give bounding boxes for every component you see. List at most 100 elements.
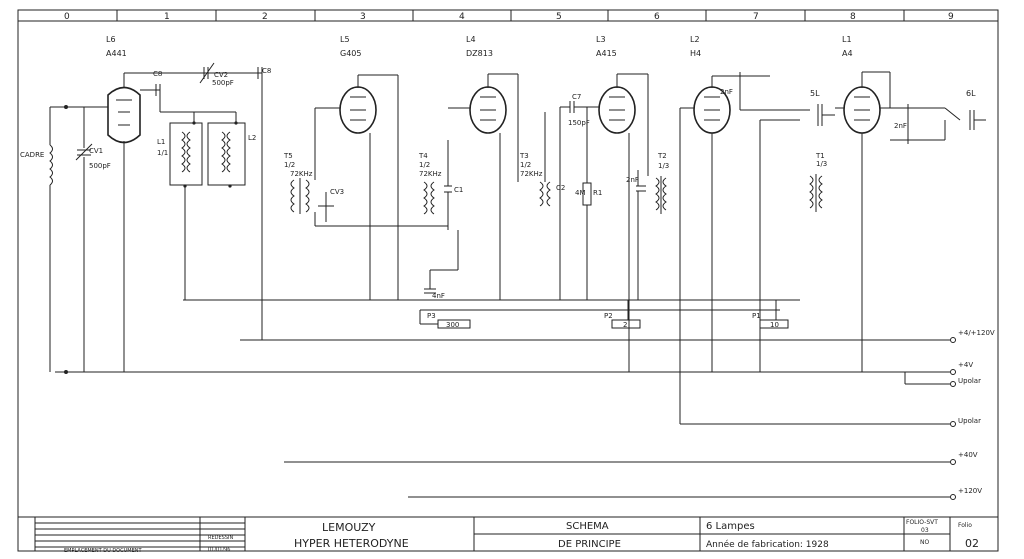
label-t2-ratio: 1/3 (658, 162, 669, 170)
title-schema-2: DE PRINCIPE (558, 539, 621, 550)
label-t1-ratio: 1/3 (816, 160, 827, 168)
title-maker: LEMOUZY (322, 521, 376, 534)
oscillator-stage (140, 62, 263, 340)
label-c7: C7 (572, 93, 581, 101)
ruler-3: 3 (360, 12, 366, 22)
folio-label: Folio (958, 522, 972, 529)
tube-l6: L6 A441 (106, 35, 160, 372)
label-r1: R1 (593, 189, 602, 197)
antenna-stage (49, 105, 108, 374)
terminal-labels: +4/+120V +4V Upolar Upolar +40V +120V (958, 329, 995, 495)
ruler-7: 7 (753, 12, 759, 22)
tube-l5-id: L5 (340, 35, 350, 44)
tube-l4: L4 DZ813 (448, 35, 519, 300)
tube-l3-type: A415 (596, 49, 617, 58)
ruler-0: 0 (64, 12, 70, 22)
passive-labels: C7 150pF R1 4M 2nF 2nF 2nF 4nF P3 300 P2… (427, 88, 907, 329)
terminal-4v: +4V (958, 361, 973, 369)
tube-l3: L3 A415 (574, 35, 649, 372)
title-block: LEMOUZY HYPER HETERODYNE SCHEMA DE PRINC… (34, 517, 979, 554)
label-cv1-val: 500pF (89, 162, 111, 170)
ruler-1: 1 (164, 12, 170, 22)
label-c8a: C8 (153, 70, 162, 78)
label-t3: T3 (519, 152, 529, 160)
stamp-2: 01/01/96 (208, 547, 230, 553)
label-p2: P2 (604, 312, 613, 320)
tube-l5: L5 G405 (315, 35, 399, 300)
terminal-40v: +40V (958, 451, 978, 459)
terminals (950, 337, 956, 500)
label-c7-val: 150pF (568, 119, 590, 127)
output-stage (712, 72, 986, 372)
tube-l2: L2 H4 (679, 35, 731, 424)
label-p2-val: 2 (623, 321, 627, 329)
label-t5-ratio: 1/2 (284, 161, 295, 169)
antenna-labels: CADRE CV1 500pF (20, 147, 111, 170)
label-t2: T2 (657, 152, 667, 160)
folio-no: NO (920, 539, 929, 546)
supply-rails (55, 299, 950, 498)
tube-l6-type: A441 (106, 49, 127, 58)
label-t1: T1 (815, 152, 825, 160)
ruler-9: 9 (948, 12, 954, 22)
tube-l4-type: DZ813 (466, 49, 493, 58)
label-cv2-val: 500pF (212, 79, 234, 87)
title-model: HYPER HETERODYNE (294, 537, 409, 550)
label-t5-freq: 72KHz (290, 170, 313, 178)
ruler-5: 5 (556, 12, 562, 22)
label-t4: T4 (418, 152, 428, 160)
tube-l5-type: G405 (340, 49, 361, 58)
label-2nf-a: 2nF (626, 176, 639, 184)
tube-l1-type: A4 (842, 49, 853, 58)
stamp-1: REDESSIN (208, 535, 233, 541)
label-cv1: CV1 (89, 147, 103, 155)
folio-sub: 03 (921, 527, 929, 534)
label-p1-val: 10 (770, 321, 779, 329)
tube-l3-id: L3 (596, 35, 606, 44)
label-2nf-b: 2nF (720, 88, 733, 96)
grid-ruler: 0 1 2 3 4 5 6 7 8 9 (64, 12, 954, 22)
terminal-upolar-1: Upolar (958, 377, 981, 385)
terminal-upolar-2: Upolar (958, 417, 981, 425)
tube-l4-id: L4 (466, 35, 476, 44)
label-t4-freq: 72KHz (419, 170, 442, 178)
ruler-6: 6 (654, 12, 660, 22)
ruler-4: 4 (459, 12, 465, 22)
label-l1-ratio: 1/1 (157, 149, 168, 157)
label-2nf-c: 2nF (894, 122, 907, 130)
label-cadre: CADRE (20, 151, 44, 159)
label-p3-val: 300 (446, 321, 459, 329)
label-t3-ratio: 1/2 (520, 161, 531, 169)
oscillator-labels: C8 CV2 500pF C8 L1 1/1 L2 (153, 67, 271, 157)
label-4nf: 4nF (432, 292, 445, 300)
title-schema: SCHEMA (566, 521, 609, 532)
ruler-2: 2 (262, 12, 268, 22)
label-c8b: C8 (262, 67, 271, 75)
folio-number: 02 (965, 537, 979, 550)
terminal-120v: +120V (958, 487, 982, 495)
terminal-plus: +4/+120V (958, 329, 995, 337)
label-hp6: 6L (966, 89, 976, 98)
label-hp5: 5L (810, 89, 820, 98)
label-p3: P3 (427, 312, 436, 320)
output-labels: 5L 6L (810, 89, 976, 98)
sheet-frame (17, 9, 999, 552)
tube-l2-id: L2 (690, 35, 700, 44)
label-p1: P1 (752, 312, 761, 320)
tube-l1: L1 A4 (835, 35, 891, 372)
tube-l1-id: L1 (842, 35, 852, 44)
title-year: Année de fabrication: 1928 (706, 539, 829, 550)
label-t4-ratio: 1/2 (419, 161, 430, 169)
label-c1: C1 (454, 186, 463, 194)
title-lamps: 6 Lampes (706, 521, 755, 532)
tube-l2-type: H4 (690, 49, 701, 58)
label-t5: T5 (283, 152, 293, 160)
label-cv3: CV3 (330, 188, 344, 196)
label-c2: C2 (556, 184, 565, 192)
folio-header: FOLIO-SVT (906, 519, 938, 526)
label-l1: L1 (157, 138, 165, 146)
doc-location: EMPLACEMENT DU DOCUMENT (64, 548, 142, 554)
label-r1-val: 4M (575, 189, 586, 197)
passive-components (419, 101, 789, 329)
